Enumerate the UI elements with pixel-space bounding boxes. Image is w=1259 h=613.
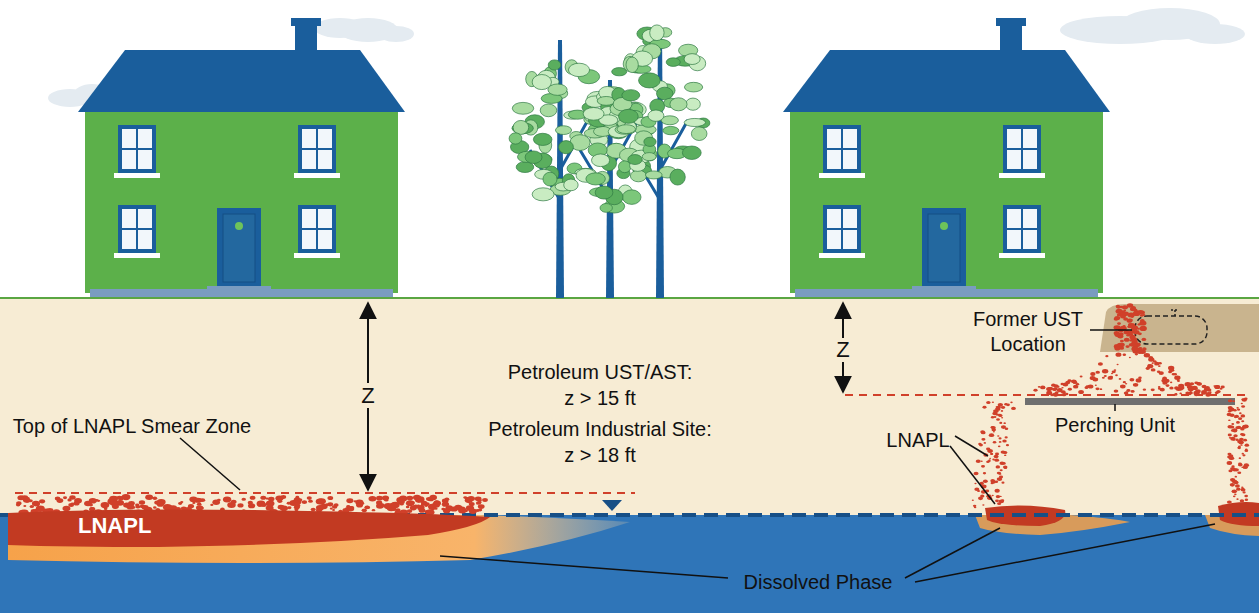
- callout-label: Top of LNAPL Smear Zone: [13, 414, 251, 439]
- house: [78, 18, 405, 297]
- depth-arrow: [842, 303, 844, 338]
- perching-unit: [1025, 398, 1235, 405]
- depth-arrow: [842, 362, 844, 392]
- callout-label: LNAPL: [886, 428, 949, 453]
- water-table-symbol: [602, 500, 622, 511]
- depth-symbol: Z: [836, 336, 849, 364]
- criteria-text: Petroleum UST/AST:: [508, 360, 693, 385]
- depth-arrow: [367, 303, 369, 383]
- callout-label: Former UST Location: [968, 307, 1088, 357]
- smear-zone-top-line: [15, 492, 635, 494]
- depth-symbol: Z: [361, 382, 374, 410]
- houses: [78, 18, 1110, 297]
- criteria-text: Petroleum Industrial Site:: [488, 417, 711, 442]
- criteria-text: z > 15 ft: [564, 386, 636, 411]
- plume-label: LNAPL: [78, 513, 151, 539]
- lnapl-droplets: [16, 303, 1249, 515]
- criteria-text: z > 18 ft: [564, 443, 636, 468]
- callout-label: Dissolved Phase: [744, 570, 893, 595]
- trees: [509, 25, 710, 298]
- soil: [0, 298, 1259, 515]
- former-tank: [1135, 316, 1207, 344]
- lnapl-body: LNAPL: [8, 505, 498, 553]
- leader-lines: [180, 330, 1215, 582]
- house: [783, 18, 1110, 297]
- depth-arrow: [367, 408, 369, 490]
- screening-depth-line: [845, 394, 1250, 396]
- ust-pit: [1100, 304, 1259, 352]
- ground-surface: [0, 297, 1259, 299]
- callout-label: Perching Unit: [1055, 413, 1175, 438]
- tank-riser: [1171, 310, 1179, 316]
